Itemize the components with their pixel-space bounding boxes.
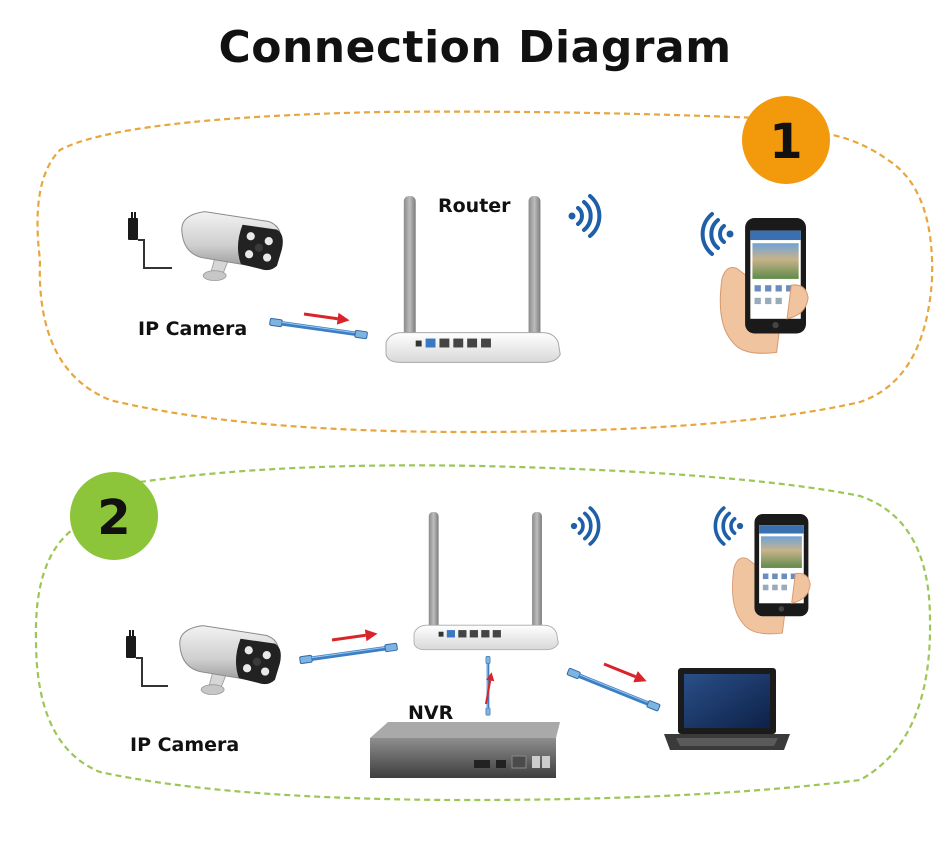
phone-wifi-signal-icon	[700, 212, 736, 256]
router-icon	[385, 195, 561, 363]
smartphone-icon	[732, 513, 811, 635]
scenario-2-badge: 2	[70, 472, 158, 560]
nvr-icon	[370, 722, 560, 778]
power-adapter-icon	[126, 630, 168, 687]
router-wifi-signal-icon	[566, 194, 602, 238]
ethernet-cable-icon	[567, 668, 660, 711]
scenario-2-nvr-label: NVR	[408, 702, 454, 724]
arrow-camera-to-router	[329, 626, 380, 648]
scenario-1-router-label: Router	[438, 195, 511, 217]
router-wifi-signal-icon	[569, 506, 601, 546]
power-adapter-icon	[128, 212, 172, 269]
laptop-icon	[664, 668, 790, 750]
smartphone-icon	[719, 217, 809, 354]
scenario-1-badge: 1	[742, 96, 830, 184]
ip-camera-icon	[179, 625, 282, 696]
scenario-2-border	[34, 464, 932, 802]
ip-camera-icon	[181, 211, 284, 282]
scenario-1-border	[36, 110, 934, 434]
scenario-2-badge-number: 2	[97, 490, 130, 546]
router-icon	[413, 511, 559, 651]
phone-wifi-signal-icon	[713, 506, 745, 546]
diagram-title: Connection Diagram	[218, 22, 732, 73]
scenario-1-camera-label: IP Camera	[138, 318, 248, 340]
ethernet-cable-icon	[300, 643, 398, 664]
ethernet-cable-icon	[270, 318, 368, 339]
arrow-router-to-laptop	[600, 656, 651, 689]
arrow-camera-to-router	[301, 306, 352, 328]
scenario-1-badge-number: 1	[769, 114, 802, 170]
scenario-2-camera-label: IP Camera	[130, 734, 240, 756]
